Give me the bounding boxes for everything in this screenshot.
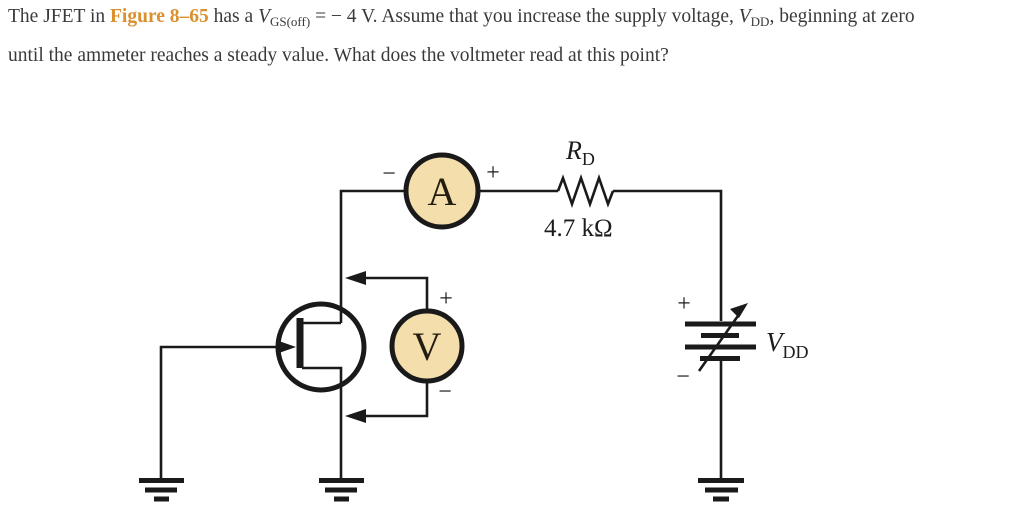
battery-plate-long-bottom <box>685 344 756 350</box>
resistor-symbol <box>556 174 615 208</box>
ammeter-minus-sign: − <box>382 161 396 187</box>
jfet-gate-arrowhead-icon <box>276 340 296 354</box>
voltmeter: V + − <box>345 271 465 423</box>
question-text: The JFET in Figure 8–65 has a VGS(off) =… <box>8 0 952 73</box>
voltmeter-circle <box>389 308 465 384</box>
voltmeter-plus-sign: + <box>439 286 453 312</box>
vdd-symbol: V <box>738 6 751 27</box>
resistor-name-sub: D <box>582 149 595 169</box>
variable-arrow-line <box>697 312 742 372</box>
vgsoff-symbol: V <box>258 6 270 27</box>
jfet-symbol <box>275 301 367 393</box>
ground-symbol-gate <box>139 478 184 502</box>
vgsoff-subscript: GS(off) <box>269 14 311 29</box>
ammeter-circle <box>403 152 481 230</box>
variable-arrowhead-icon <box>730 303 748 318</box>
question-part1: The JFET in <box>8 6 111 27</box>
voltmeter-bottom-wire <box>363 381 429 418</box>
vdd-subscript: DD <box>750 14 770 29</box>
voltmeter-bottom-arrowhead-icon <box>345 409 366 423</box>
battery-plate-short-1 <box>701 333 739 338</box>
voltmeter-letter: V <box>413 324 442 369</box>
supply-minus-sign: − <box>676 364 690 390</box>
jfet-gate-bar <box>296 318 304 368</box>
resistor-name-label: RD <box>565 136 595 169</box>
resistor-value-label: 4.7 kΩ <box>544 215 613 242</box>
battery-plate-short-2 <box>700 356 740 361</box>
resistor-name-main: R <box>565 136 582 165</box>
gate-wire <box>159 345 283 478</box>
ground-symbol-source <box>319 478 364 502</box>
battery-plate-long-top <box>685 321 756 327</box>
question-part3: = − 4 V. Assume that you increase the su… <box>310 6 739 27</box>
ground-symbol-supply <box>698 478 744 502</box>
supply-name-main: V <box>766 327 786 357</box>
ammeter-plus-sign: + <box>486 160 500 186</box>
supply-name-label: VDD <box>766 327 809 362</box>
supply-plus-sign: + <box>677 291 691 317</box>
figure-reference-link[interactable]: Figure 8–65 <box>110 6 209 27</box>
vdd-supply-symbol: + − <box>676 291 756 390</box>
question-part2: has a <box>208 6 259 27</box>
jfet-source-lead <box>302 366 343 478</box>
question-part4: , beginning at zero until the ammeter re… <box>8 6 915 66</box>
voltmeter-top-wire <box>363 276 429 311</box>
drain-wire <box>339 189 406 323</box>
supply-name-sub: DD <box>783 342 809 362</box>
resistor-right-wire <box>613 189 723 321</box>
voltmeter-top-arrowhead-icon <box>345 271 366 285</box>
ammeter: A − + <box>382 152 500 230</box>
voltmeter-minus-sign: − <box>438 379 452 405</box>
ammeter-letter: A <box>428 169 457 214</box>
